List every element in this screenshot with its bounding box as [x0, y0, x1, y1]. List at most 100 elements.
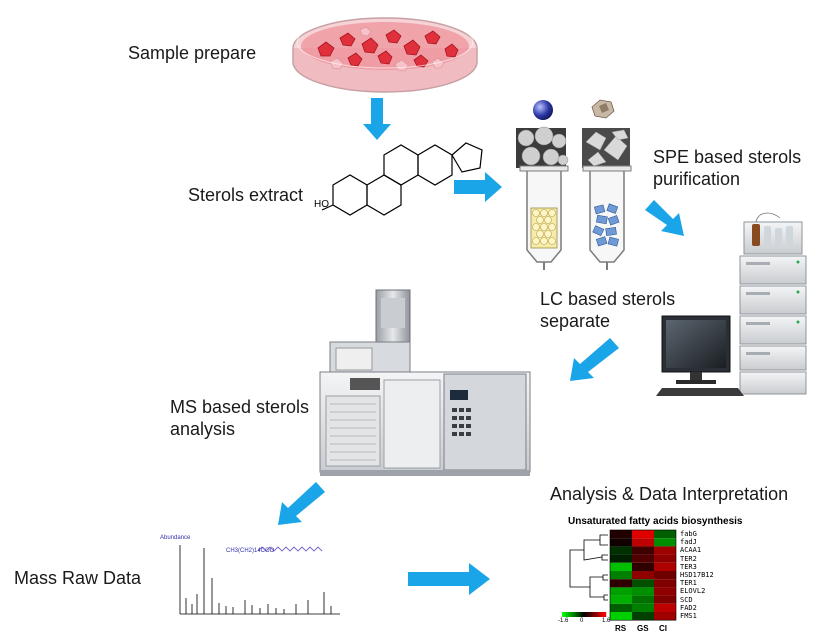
heatmap-color-scale	[562, 612, 607, 617]
spe-cartridge-spheres	[519, 165, 569, 270]
heatmap-cell	[610, 538, 632, 547]
gene-label: SCD	[680, 595, 693, 604]
step-sterols-extract: Sterols extract	[188, 185, 304, 205]
heatmap-cell	[654, 595, 676, 604]
heatmap-cell	[654, 612, 676, 621]
hydroxyl-label: HO	[314, 199, 329, 210]
gene-label: TER1	[680, 579, 697, 588]
arrow-diag-icon	[570, 338, 619, 381]
mass-spectrometer-icon	[319, 289, 531, 476]
computer-monitor-icon	[656, 315, 744, 396]
gene-label: fadJ	[680, 538, 697, 547]
heatmap-cell	[632, 603, 654, 612]
heatmap-dendrogram	[569, 534, 608, 601]
scale-swatch	[604, 612, 607, 617]
scale-label: 1.6	[602, 618, 611, 624]
petri-dish-icon	[292, 15, 478, 93]
heatmap-cell	[610, 562, 632, 571]
gene-label: TER3	[680, 562, 697, 571]
scale-swatch	[578, 612, 581, 617]
step-data-interpretation: Analysis & Data Interpretation	[550, 484, 789, 504]
scale-swatch	[576, 612, 579, 617]
column-label: GS	[637, 624, 649, 634]
heatmap-cell	[632, 571, 654, 580]
scale-swatch	[590, 612, 593, 617]
sterol-molecule-icon	[321, 142, 483, 216]
arrow-right-icon	[408, 563, 490, 595]
heatmap-cell	[610, 595, 632, 604]
heatmap-cell	[654, 554, 676, 563]
gene-label: FMS1	[680, 612, 697, 620]
scale-swatch	[602, 612, 605, 617]
heatmap-cell	[654, 579, 676, 588]
spe-crystal-icon	[591, 99, 615, 119]
step-sample-prepare: Sample prepare	[128, 43, 257, 63]
scale-swatch	[584, 612, 587, 617]
scale-swatch	[580, 612, 583, 617]
scale-swatch	[570, 612, 573, 617]
spe-cartridge-crystals	[582, 165, 632, 270]
gene-label: ACAA1	[680, 546, 702, 555]
heatmap-cell	[654, 562, 676, 571]
column-label: RS	[615, 624, 627, 634]
scale-swatch	[598, 612, 601, 617]
sem-image-spheres	[516, 126, 569, 168]
scale-swatch	[596, 612, 599, 617]
scale-label: 0	[580, 618, 584, 624]
sem-image-crystals	[582, 128, 630, 168]
arrow-down-icon	[363, 98, 391, 140]
step-mass-raw-data: Mass Raw Data	[14, 568, 142, 588]
heatmap-cell	[654, 587, 676, 596]
heatmap-cell	[632, 595, 654, 604]
heatmap-cell	[654, 530, 676, 539]
heatmap-title: Unsaturated fatty acids biosynthesis	[568, 516, 743, 527]
heatmap-cell	[610, 603, 632, 612]
column-label: CI	[659, 624, 667, 634]
spectrum-annotation: CH3(CH2)14COO	[226, 548, 275, 554]
heatmap-cell	[610, 571, 632, 580]
gene-label: FAD2	[680, 603, 697, 612]
gene-label: HSD17B12	[680, 571, 714, 579]
heatmap-cell	[610, 612, 632, 621]
heatmap-cell	[632, 612, 654, 621]
heatmap-cell	[632, 562, 654, 571]
scale-swatch	[566, 612, 569, 617]
scale-swatch	[592, 612, 595, 617]
scale-label: -1.6	[558, 618, 569, 624]
arrow-diag-icon	[645, 200, 684, 236]
scale-swatch	[572, 612, 575, 617]
scale-swatch	[588, 612, 591, 617]
spectrum-ylabel: Abundance	[160, 535, 191, 541]
scale-swatch	[564, 612, 567, 617]
heatmap-cell	[654, 538, 676, 547]
heatmap-cell	[632, 546, 654, 555]
flow-arrows	[278, 98, 684, 595]
heatmap-cell	[610, 579, 632, 588]
heatmap-cell	[610, 546, 632, 555]
heatmap-grid	[609, 529, 677, 621]
scale-swatch	[586, 612, 589, 617]
mass-spectrum-chart	[179, 545, 340, 615]
step-ms-analysis: MS based sterols analysis	[170, 397, 310, 439]
heatmap-cell	[610, 587, 632, 596]
arrow-diag-icon	[278, 482, 325, 525]
heatmap-cell	[632, 538, 654, 547]
heatmap-cell	[654, 603, 676, 612]
scale-swatch	[600, 612, 603, 617]
scale-swatch	[568, 612, 571, 617]
spe-sphere-icon	[533, 100, 553, 120]
heatmap-cell	[654, 571, 676, 580]
heatmap-cell	[632, 579, 654, 588]
heatmap-cell	[610, 554, 632, 563]
scale-swatch	[562, 612, 565, 617]
heatmap-cell	[632, 587, 654, 596]
scale-swatch	[594, 612, 597, 617]
gene-label: ELOVL2	[680, 587, 706, 596]
scale-swatch	[574, 612, 577, 617]
gene-label: TER2	[680, 554, 697, 563]
step-lc-separate: LC based sterols separate	[540, 289, 676, 331]
heatmap-cell	[632, 554, 654, 563]
heatmap-cell	[632, 530, 654, 539]
heatmap-cell	[610, 530, 632, 539]
